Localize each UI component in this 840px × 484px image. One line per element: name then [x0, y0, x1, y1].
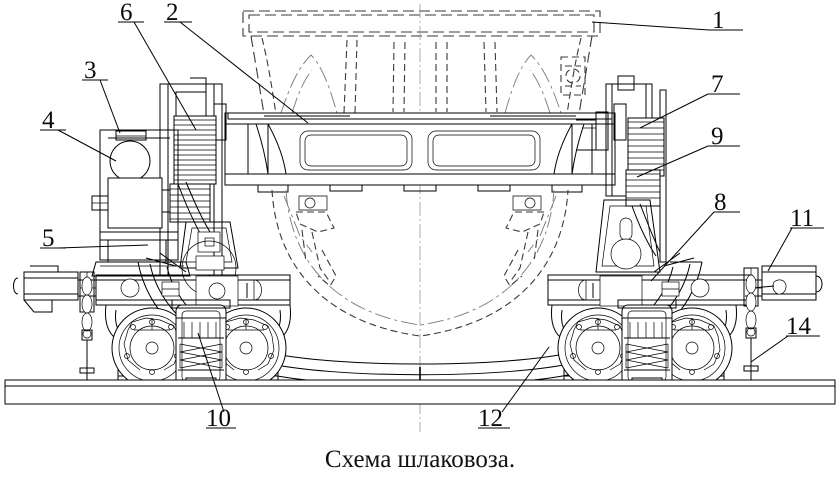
callout-11: 11: [790, 205, 815, 232]
callout-12: 12: [478, 405, 503, 432]
figure-caption: Схема шлаковоза.: [324, 446, 516, 473]
right-coupler: [745, 265, 823, 301]
callout-8: 8: [714, 189, 727, 216]
ladle-phantom-outline: [238, 10, 607, 115]
rail-ground-bar: [4, 379, 836, 405]
callout-14: 14: [786, 313, 811, 340]
callout-4: 4: [42, 107, 55, 134]
callout-3: 3: [84, 57, 97, 84]
callout-6: 6: [120, 0, 133, 26]
callout-10: 10: [206, 405, 231, 432]
underframe: [95, 274, 753, 307]
callout-9: 9: [711, 123, 724, 150]
right-bogie: [551, 299, 737, 389]
callout-1: 1: [712, 7, 725, 34]
callout-7: 7: [711, 71, 724, 98]
callout-5: 5: [42, 225, 55, 252]
left-brake-chain: [79, 271, 95, 382]
callout-leader-lines: [40, 21, 824, 429]
callout-2: 2: [166, 0, 179, 26]
left-tilt-mechanism: [91, 77, 239, 296]
tilt-trajectory: [271, 189, 569, 337]
right-tilt-mechanism: [576, 75, 667, 273]
left-bogie: [105, 299, 291, 389]
carrier-beam: [213, 103, 627, 193]
right-brake-chain: [743, 267, 759, 382]
